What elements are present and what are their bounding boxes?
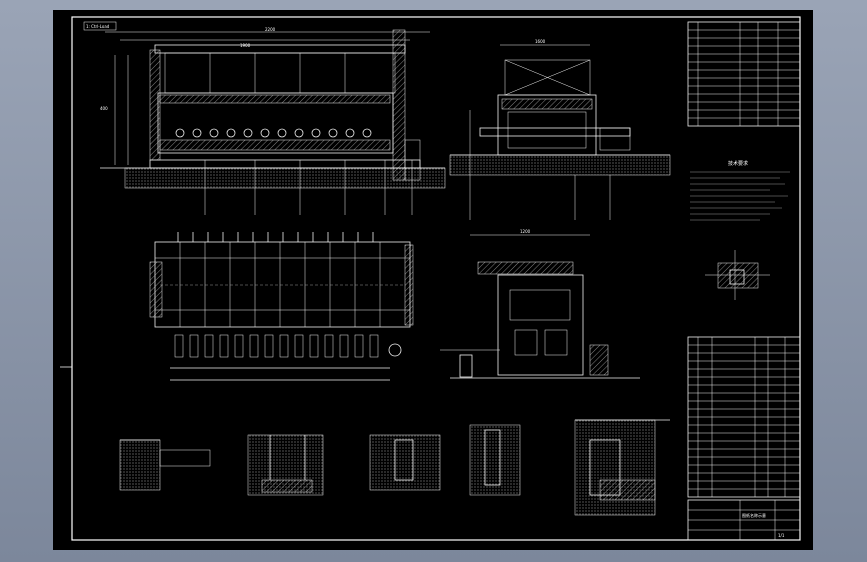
cad-drawing: 1: Ctrl-Load 2200 1900 400: [60, 16, 801, 541]
cross-section-b: 1200: [440, 229, 640, 379]
parts-table-top: [687, 21, 801, 127]
technical-notes: 技术要求: [690, 160, 790, 221]
parts-table-bottom: [687, 336, 801, 498]
side-section-view: 1600: [449, 39, 671, 220]
dim-top: 1600: [535, 39, 546, 44]
detail-views-bottom: [119, 419, 670, 516]
notes-title: 技术要求: [728, 160, 748, 167]
view-tag-text: 1: Ctrl-Load: [86, 24, 110, 29]
drawing-sheet[interactable]: 1: Ctrl-Load 2200 1900 400: [53, 10, 813, 550]
plan-view: [149, 232, 414, 381]
title-block-caption: 图纸名称示意: [742, 512, 766, 518]
view-tag: [83, 21, 117, 31]
dim-left: 400: [100, 106, 108, 111]
sheet-number: 1/1: [778, 533, 785, 538]
dim-inner: 1900: [240, 43, 251, 48]
title-block: 图纸名称示意 1/1: [687, 499, 801, 541]
front-elevation-view: 2200 1900 400: [100, 27, 446, 215]
dim-overall: 2200: [265, 27, 276, 32]
dim-mid: 1200: [520, 229, 531, 234]
outer-frame: [71, 16, 801, 541]
detail-view-a: [705, 250, 770, 300]
